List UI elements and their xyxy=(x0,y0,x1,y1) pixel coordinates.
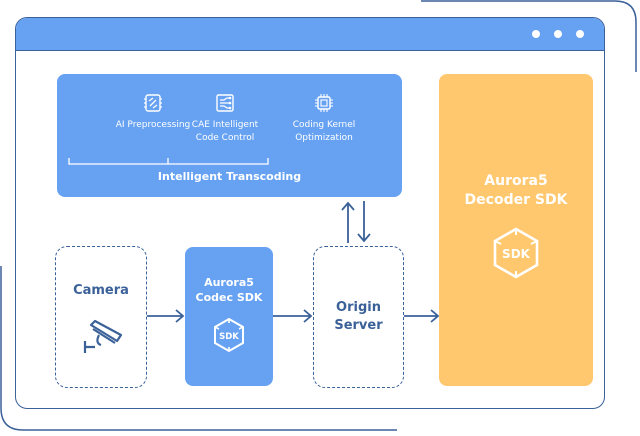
feature-coding-kernel-optimization: Coding Kernel Optimization xyxy=(269,92,379,145)
codec-sdk-title: Aurora5 Codec SDK xyxy=(185,275,273,305)
security-camera-icon xyxy=(83,319,123,353)
window-dot-icon[interactable] xyxy=(554,30,562,38)
codec-sdk-box: Aurora5 Codec SDK SDK xyxy=(185,247,273,386)
bidirectional-arrows xyxy=(341,201,371,243)
sdk-hexagon-icon: SDK xyxy=(493,227,539,279)
window-dot-icon[interactable] xyxy=(576,30,584,38)
feature-label: AI Preprocessing xyxy=(115,120,191,130)
arrow-camera-to-codec xyxy=(147,309,185,323)
camera-label: Camera xyxy=(73,283,129,298)
title-bar xyxy=(16,18,604,51)
arrow-origin-to-decoder xyxy=(404,309,440,323)
origin-server-line1: Origin xyxy=(336,300,381,315)
feature-cae-code-control: CAE Intelligent Code Control xyxy=(170,92,280,145)
code-control-icon xyxy=(216,94,234,112)
decoder-sdk-line2: Decoder SDK xyxy=(464,192,568,208)
grouping-bracket xyxy=(68,158,269,165)
feature-label-line2: Optimization xyxy=(295,133,353,143)
feature-label-line2: Code Control xyxy=(195,133,255,143)
window-dot-icon[interactable] xyxy=(532,30,540,38)
transcoding-title: Intelligent Transcoding xyxy=(157,170,302,183)
processor-icon xyxy=(315,94,333,112)
sdk-badge-text: SDK xyxy=(502,247,531,261)
feature-label: CAE Intelligent xyxy=(191,120,259,130)
outer-arc-bottom-left xyxy=(0,266,397,431)
intelligent-transcoding-panel: AI Preprocessing CAE Intelligent Code Co… xyxy=(57,74,402,197)
origin-server-box: Origin Server xyxy=(313,246,404,388)
origin-server-line2: Server xyxy=(334,318,383,333)
codec-sdk-line1: Aurora5 xyxy=(204,276,254,289)
codec-sdk-line2: Codec SDK xyxy=(195,291,263,304)
arrow-down xyxy=(357,201,371,243)
decoder-sdk-box: Aurora5 Decoder SDK SDK xyxy=(439,74,593,386)
ai-chip-icon xyxy=(144,94,162,112)
arrow-codec-to-origin xyxy=(273,309,313,323)
decoder-sdk-title: Aurora5 Decoder SDK xyxy=(439,172,593,210)
decoder-sdk-line1: Aurora5 xyxy=(484,173,548,189)
camera-box: Camera xyxy=(55,246,147,388)
origin-server-title: Origin Server xyxy=(314,299,403,335)
sdk-badge-text: SDK xyxy=(219,332,239,342)
outer-arc-top-right xyxy=(421,0,637,72)
feature-ai-preprocessing: AI Preprocessing xyxy=(98,92,208,132)
arrow-up xyxy=(341,201,355,243)
feature-label: Coding Kernel xyxy=(292,120,356,130)
sdk-hexagon-icon: SDK xyxy=(214,317,244,353)
